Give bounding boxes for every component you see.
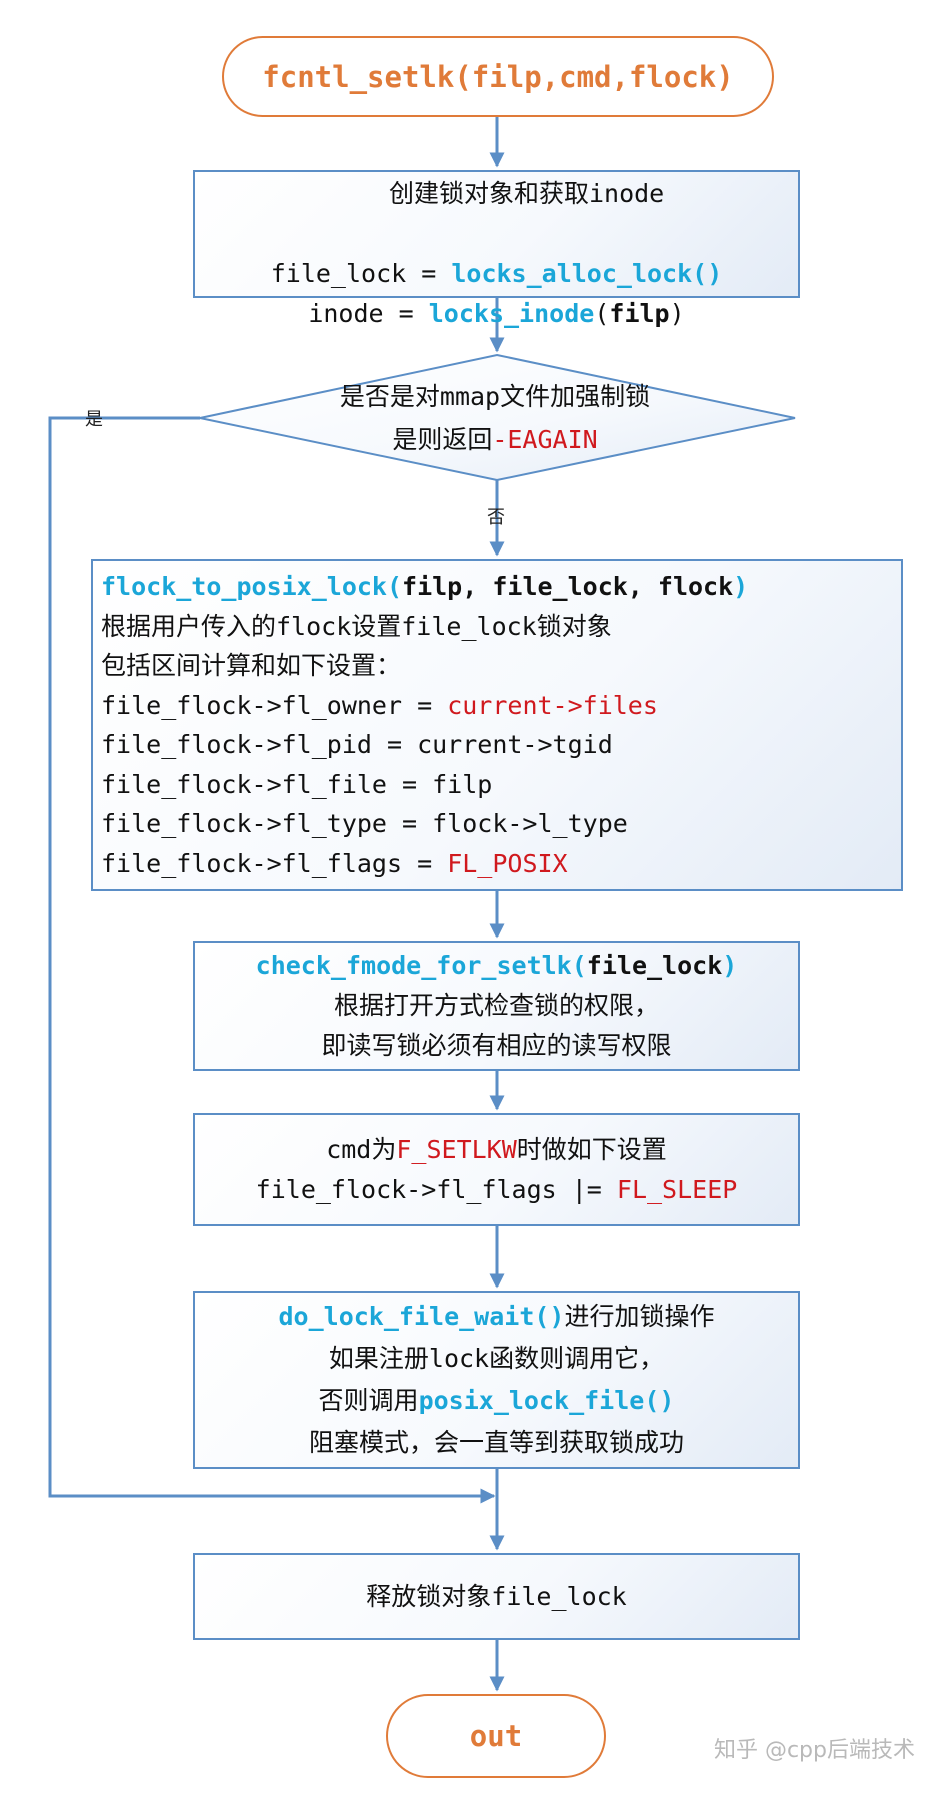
box1-inode-func: locks_inode — [428, 299, 595, 328]
box4-suffix: 时做如下设置 — [516, 1134, 667, 1164]
box2-func-line: flock_to_posix_lock(filp, file_lock, flo… — [101, 567, 748, 607]
box1-line3-prefix: inode = — [308, 299, 429, 328]
decision-question: 是否是对mmap文件加强制锁 — [339, 382, 651, 411]
box5-line3-func: posix_lock_file() — [418, 1386, 675, 1415]
box1-open-paren: ( — [594, 299, 610, 328]
box4-line2-value: FL_SLEEP — [616, 1174, 738, 1204]
box5-line4: 阻塞模式，会一直等到获取锁成功 — [309, 1422, 684, 1464]
box2-pid-line: file_flock->fl_pid = current->tgid — [101, 725, 613, 765]
start-terminal: fcntl_setlk(filp,cmd,flock) — [222, 36, 774, 117]
box2-desc2: 包括区间计算和如下设置： — [101, 646, 401, 686]
decision-line2: 是则返回-EAGAIN — [200, 418, 790, 461]
decision-text: 是否是对mmap文件加强制锁 是则返回-EAGAIN — [200, 375, 790, 461]
box4-line2: file_flock->fl_flags |= FL_SLEEP — [256, 1170, 738, 1210]
box4-line1: cmd为F_SETLKW时做如下设置 — [326, 1130, 667, 1170]
box2-owner-value: current->files — [447, 690, 658, 720]
box-release-lock: 释放锁对象file_lock — [193, 1553, 800, 1640]
box-flock-to-posix: flock_to_posix_lock(filp, file_lock, flo… — [91, 559, 903, 891]
box3-close-paren: ) — [722, 951, 738, 980]
box-create-lock: 创建锁对象和获取inode file_lock = locks_alloc_lo… — [193, 170, 800, 328]
start-label: fcntl_setlk(filp,cmd,flock) — [262, 59, 734, 94]
box5-line2-text: 如果注册lock函数则调用它， — [328, 1344, 665, 1373]
box2-args: filp, file_lock, flock — [402, 572, 734, 601]
box2-desc1-text: 根据用户传入的flock设置file_lock锁对象 — [101, 611, 612, 641]
box2-file-line: file_flock->fl_file = filp — [101, 765, 492, 805]
box4-prefix: cmd为 — [326, 1134, 397, 1164]
box5-line2: 如果注册lock函数则调用它， — [329, 1338, 664, 1380]
box3-func-line: check_fmode_for_setlk(file_lock) — [256, 946, 738, 986]
no-label: 否 — [487, 507, 505, 528]
box2-type-line: file_flock->fl_type = flock->l_type — [101, 804, 628, 844]
box3-desc1: 根据打开方式检查锁的权限， — [334, 986, 659, 1026]
box3-desc2: 即读写锁必须有相应的读写权限 — [321, 1026, 671, 1066]
box2-pid-text: file_flock->fl_pid = current->tgid — [101, 730, 613, 759]
box6-code: file_lock — [491, 1581, 627, 1611]
box4-code: F_SETLKW — [396, 1134, 517, 1164]
watermark: 知乎 @cpp后端技术 — [713, 1738, 915, 1763]
box1-title: 创建锁对象和获取inode — [388, 179, 665, 208]
box2-func-name: flock_to_posix_lock( — [101, 572, 403, 601]
box-do-lock: do_lock_file_wait()进行加锁操作 如果注册lock函数则调用它… — [193, 1291, 800, 1469]
box2-close-paren: ) — [733, 572, 749, 601]
box3-desc1-text: 根据打开方式检查锁的权限， — [333, 991, 659, 1020]
box3-func-name: check_fmode_for_setlk( — [255, 951, 587, 980]
box1-line2: file_lock = locks_alloc_lock() — [271, 254, 723, 294]
decision-line1: 是否是对mmap文件加强制锁 — [200, 375, 790, 418]
box5-line1: do_lock_file_wait()进行加锁操作 — [279, 1296, 715, 1338]
box1-alloc-func: locks_alloc_lock() — [451, 259, 723, 288]
box5-func: do_lock_file_wait() — [278, 1302, 565, 1331]
box2-owner-line: file_flock->fl_owner = current->files — [101, 686, 658, 726]
box6-line: 释放锁对象file_lock — [366, 1577, 626, 1617]
box5-suffix: 进行加锁操作 — [564, 1302, 715, 1331]
box5-line3-prefix: 否则调用 — [318, 1386, 419, 1415]
box2-flags-value: FL_POSIX — [447, 848, 568, 878]
box2-desc1: 根据用户传入的flock设置file_lock锁对象 — [101, 607, 612, 647]
box1-line1: 创建锁对象和获取inode — [329, 134, 664, 254]
end-terminal: out — [386, 1694, 606, 1778]
box1-inode-arg: filp — [609, 299, 670, 328]
box4-line2-prefix: file_flock->fl_flags |= — [255, 1174, 617, 1204]
box2-owner-prefix: file_flock->fl_owner = — [101, 690, 448, 720]
decision-line2-prefix: 是则返回 — [392, 425, 493, 454]
box2-file-text: file_flock->fl_file = filp — [101, 769, 493, 799]
box5-line3: 否则调用posix_lock_file() — [319, 1380, 675, 1422]
box2-flags-line: file_flock->fl_flags = FL_POSIX — [101, 844, 568, 884]
yes-label: 是 — [85, 409, 103, 430]
arrow-yes-branch — [48, 416, 496, 1504]
box-check-fmode: check_fmode_for_setlk(file_lock) 根据打开方式检… — [193, 941, 800, 1071]
box6-prefix: 释放锁对象 — [366, 1581, 492, 1611]
decision-eagain: -EAGAIN — [492, 425, 598, 454]
box-setlkw: cmd为F_SETLKW时做如下设置 file_flock->fl_flags … — [193, 1113, 800, 1226]
end-label: out — [469, 1719, 523, 1753]
box3-arg: file_lock — [586, 951, 723, 980]
box2-type-text: file_flock->fl_type = flock->l_type — [101, 809, 628, 838]
box3-desc2-text: 即读写锁必须有相应的读写权限 — [321, 1031, 672, 1060]
box2-desc2-text: 包括区间计算和如下设置： — [101, 651, 402, 680]
box1-close-paren: ) — [669, 299, 685, 328]
box5-line4-text: 阻塞模式，会一直等到获取锁成功 — [308, 1428, 684, 1457]
box1-line2-prefix: file_lock = — [270, 259, 452, 288]
box2-flags-prefix: file_flock->fl_flags = — [101, 848, 448, 878]
decision-diamond — [199, 353, 796, 482]
box1-line3: inode = locks_inode(filp) — [308, 294, 684, 334]
